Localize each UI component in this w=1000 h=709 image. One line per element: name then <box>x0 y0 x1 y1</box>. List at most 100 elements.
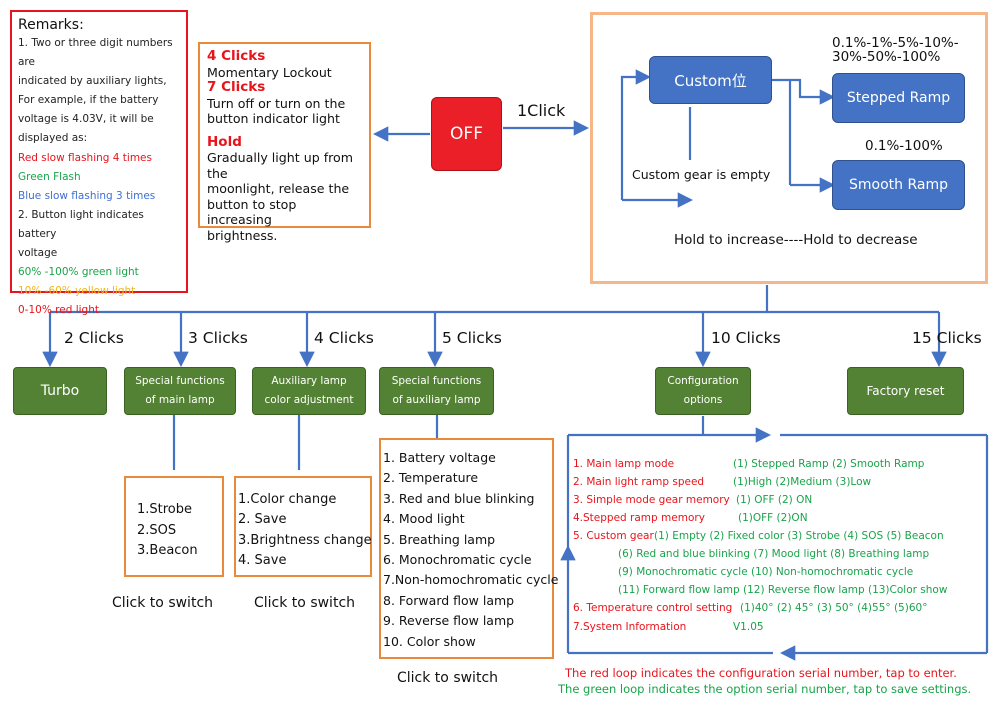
config-label: 3. Simple mode gear memory <box>573 494 730 506</box>
branch-clicks-label: 2 Clicks <box>64 329 124 347</box>
node-label-line: Special functions <box>135 375 225 387</box>
list-item: 4. Mood light <box>383 511 465 527</box>
list-item: 4. Save <box>238 552 287 568</box>
node-label-line: Configuration <box>667 375 739 387</box>
list-item: 3.Brightness change <box>238 532 372 548</box>
branch-clicks-label: 5 Clicks <box>442 329 502 347</box>
remarks-line: voltage <box>18 247 58 260</box>
remarks-line: For example, if the battery <box>18 94 159 107</box>
stepped-levels-line: 30%-50%-100% <box>832 49 941 65</box>
hold-desc: Gradually light up from the <box>207 150 354 181</box>
seven-clicks-desc: button indicator light <box>207 111 340 126</box>
click-to-switch-label: Click to switch <box>254 595 356 611</box>
four-clicks-heading: 4 Clicks <box>207 48 266 64</box>
four-clicks-desc: Momentary Lockout <box>207 64 332 80</box>
click-to-switch-label: Click to switch <box>397 670 499 686</box>
remarks-line: 10% -60% yellow light <box>18 285 136 298</box>
hold-heading: Hold <box>207 133 242 150</box>
off-state-node: OFF <box>431 97 502 171</box>
one-click-label: 1Click <box>517 101 566 120</box>
branch-clicks-label: 10 Clicks <box>711 329 781 347</box>
hold-note: Hold to increase----Hold to decrease <box>674 232 918 248</box>
remarks-line: Green Flash <box>18 170 81 183</box>
main-special-functions-node: Special functions of main lamp <box>124 367 236 415</box>
config-options: (1) Empty (2) Fixed color (3) Strobe (4)… <box>654 530 944 542</box>
hold-desc: moonlight, release the <box>207 181 350 196</box>
list-item: 5. Breathing lamp <box>383 531 496 547</box>
list-item: 10. Color show <box>383 633 476 649</box>
main-special-list: 1.Strobe 2.SOS 3.Beacon <box>124 476 224 577</box>
red-loop-note: The red loop indicates the configuration… <box>565 666 957 680</box>
list-item: 3. Red and blue blinking <box>383 490 535 506</box>
stepped-levels-label: 0.1%-1%-5%-10%- 30%-50%-100% <box>832 36 959 64</box>
remarks-line: 1. Two or three digit numbers are <box>18 37 173 69</box>
remarks-line: 2. Button light indicates battery <box>18 208 144 240</box>
list-item: 6. Monochromatic cycle <box>383 552 532 568</box>
list-item: 3.Beacon <box>137 543 198 558</box>
list-item: 1.Strobe <box>137 502 193 517</box>
stepped-ramp-node: Stepped Ramp <box>832 73 965 123</box>
config-options: (1)OFF (2)ON <box>738 512 808 524</box>
configuration-panel: 1. Main lamp mode (1) Stepped Ramp (2) S… <box>568 435 988 653</box>
config-options: (1)High (2)Medium (3)Low <box>733 476 872 488</box>
config-options: (1) Stepped Ramp (2) Smooth Ramp <box>733 458 925 470</box>
aux-special-list: 1. Battery voltage 2. Temperature 3. Red… <box>379 438 559 659</box>
click-to-switch-label: Click to switch <box>112 595 214 611</box>
remarks-line: Blue slow flashing 3 times <box>18 189 156 202</box>
node-label-line: of main lamp <box>145 394 215 406</box>
branch-clicks-label: 4 Clicks <box>314 329 374 347</box>
config-options: (1) OFF (2) ON <box>736 494 813 506</box>
list-item: 1.Color change <box>238 492 337 507</box>
config-label: 4.Stepped ramp memory <box>573 512 705 524</box>
list-item: 8. Forward flow lamp <box>383 592 515 608</box>
remarks-line: displayed as: <box>18 132 88 145</box>
green-loop-note: The green loop indicates the option seri… <box>558 682 972 696</box>
hold-desc: button to stop increasing <box>207 196 297 228</box>
remarks-line: voltage is 4.03V, it will be <box>18 113 154 126</box>
hold-desc: brightness. <box>207 227 278 243</box>
remarks-line: 60% -100% green light <box>18 266 139 279</box>
aux-special-functions-node: Special functions of auxiliary lamp <box>379 367 494 415</box>
config-options: (1)40° (2) 45° (3) 50° (4)55° (5)60° <box>740 602 928 614</box>
off-actions-box: 4 Clicks Momentary Lockout 7 Clicks Turn… <box>198 42 371 243</box>
remarks-line: Red slow flashing 4 times <box>18 151 152 164</box>
config-options: (11) Forward flow lamp (12) Reverse flow… <box>618 584 948 596</box>
seven-clicks-heading: 7 Clicks <box>207 79 266 95</box>
aux-color-adjustment-node: Auxiliary lamp color adjustment <box>252 367 366 415</box>
branch-clicks-label: 15 Clicks <box>912 329 982 347</box>
config-label: 6. Temperature control setting <box>573 602 733 614</box>
remarks-line: 0-10% red light <box>18 304 99 317</box>
config-options: (9) Monochromatic cycle (10) Non-homochr… <box>618 566 914 578</box>
node-label-line: options <box>683 394 723 406</box>
config-label: 1. Main lamp mode <box>573 458 675 470</box>
node-label-line: color adjustment <box>264 394 354 406</box>
remarks-panel: Remarks: 1. Two or three digit numbers a… <box>10 10 188 316</box>
config-label: 2. Main light ramp speed <box>573 476 705 488</box>
branch-clicks-label: 3 Clicks <box>188 329 248 347</box>
list-item: 9. Reverse flow lamp <box>383 613 515 629</box>
list-item: 2.SOS <box>137 522 177 538</box>
configuration-options-node: Configuration options <box>655 367 751 415</box>
list-item: 2. Save <box>238 512 287 528</box>
config-label: 5. Custom gear <box>573 530 654 542</box>
config-label: 7.System Information <box>573 621 687 633</box>
turbo-node: Turbo <box>13 367 107 415</box>
seven-clicks-desc: Turn off or turn on the <box>207 95 346 111</box>
config-options: V1.05 <box>733 621 764 633</box>
smooth-ramp-node: Smooth Ramp <box>832 160 965 210</box>
node-label-line: Special functions <box>391 375 482 387</box>
custom-mode-node: Custom位 <box>649 56 772 104</box>
node-label-line: of auxiliary lamp <box>392 394 481 406</box>
config-options: (6) Red and blue blinking (7) Mood light… <box>618 548 930 560</box>
custom-empty-label: Custom gear is empty <box>632 167 771 182</box>
list-item: 1. Battery voltage <box>383 450 496 465</box>
stepped-levels-line: 0.1%-1%-5%-10%- <box>832 35 959 51</box>
list-item: 7.Non-homochromatic cycle <box>383 572 559 588</box>
node-label-line: Auxiliary lamp <box>271 375 347 387</box>
main-mode-box <box>590 12 988 284</box>
remarks-title: Remarks: <box>18 17 84 33</box>
smooth-levels-label: 0.1%-100% <box>865 138 943 154</box>
aux-color-list: 1.Color change 2. Save 3.Brightness chan… <box>234 476 372 577</box>
list-item: 2. Temperature <box>383 470 479 486</box>
